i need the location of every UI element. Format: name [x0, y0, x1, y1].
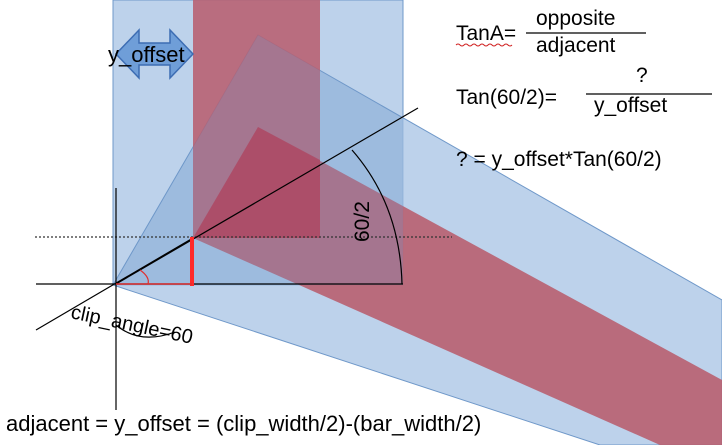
clip-angle-arc	[115, 324, 176, 338]
band-overlap	[113, 35, 403, 285]
tan-formula-numerator: opposite	[536, 7, 615, 30]
tan60-formula-lhs: Tan(60/2)=	[456, 86, 557, 109]
diagonal-lower-line	[35, 237, 194, 331]
half-angle-label: 60/2	[351, 201, 374, 242]
bottom-formula: adjacent = y_offset = (clip_width/2)-(ba…	[6, 411, 481, 436]
tan-formula-denominator: adjacent	[536, 34, 616, 57]
tan60-formula-numerator: ?	[636, 64, 648, 87]
half-angle-arc	[351, 149, 403, 285]
y-offset-double-arrow	[114, 28, 195, 80]
y-offset-label: y_offset	[108, 42, 185, 67]
solve-formula: ? = y_offset*Tan(60/2)	[456, 148, 662, 171]
tan60-formula-denominator: y_offset	[594, 94, 667, 117]
tan-formula-lhs: TanA=	[456, 22, 516, 45]
small-angle-arc	[139, 269, 149, 285]
diagonal-bar	[193, 127, 722, 445]
diagonal-upper-line	[115, 107, 419, 285]
spellcheck-squiggle	[455, 43, 513, 47]
clip-angle-label: clip_angle=60	[69, 301, 195, 348]
overlap-core	[193, 127, 320, 238]
